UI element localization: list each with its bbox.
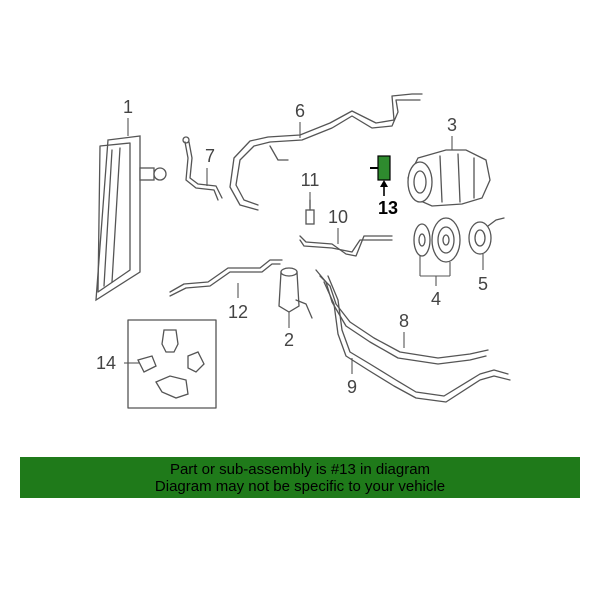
part-10-line: 10	[299, 207, 393, 257]
callout-7: 7	[205, 146, 215, 166]
part-7-hose: 7	[182, 136, 223, 201]
part-5-coil: 5	[468, 217, 505, 294]
part-8-suction-hose: 8	[315, 269, 489, 365]
callout-4: 4	[431, 289, 441, 309]
callout-14: 14	[96, 353, 116, 373]
part-12-liquid-line: 12	[169, 259, 283, 322]
banner-line-2: Diagram may not be specific to your vehi…	[154, 477, 446, 495]
callout-8: 8	[399, 311, 409, 331]
callout-9: 9	[347, 377, 357, 397]
part-3-compressor: 3	[407, 115, 491, 207]
part-13-highlighted: 13	[370, 155, 398, 218]
part-14-seal-kit: 14	[96, 319, 217, 409]
part-info-banner: Part or sub-assembly is #13 in diagram D…	[20, 457, 580, 498]
callout-12: 12	[228, 302, 248, 322]
part-1-condenser: 1	[95, 97, 167, 302]
callout-10: 10	[328, 207, 348, 227]
callout-11: 11	[301, 170, 320, 190]
part-6-discharge-line: 6	[229, 93, 423, 211]
part-4-clutch: 4	[413, 217, 461, 309]
banner-background	[20, 457, 580, 498]
callout-3: 3	[447, 115, 457, 135]
callout-5: 5	[478, 274, 488, 294]
callout-13: 13	[378, 198, 398, 218]
callout-6: 6	[295, 101, 305, 121]
part-11-switch: 11	[301, 170, 320, 225]
part-9-hose: 9	[323, 275, 511, 403]
callout-1: 1	[123, 97, 133, 117]
callout-2: 2	[284, 330, 294, 350]
part-2-accumulator: 2	[278, 267, 313, 350]
banner-line-1: Part or sub-assembly is #13 in diagram	[169, 460, 431, 478]
